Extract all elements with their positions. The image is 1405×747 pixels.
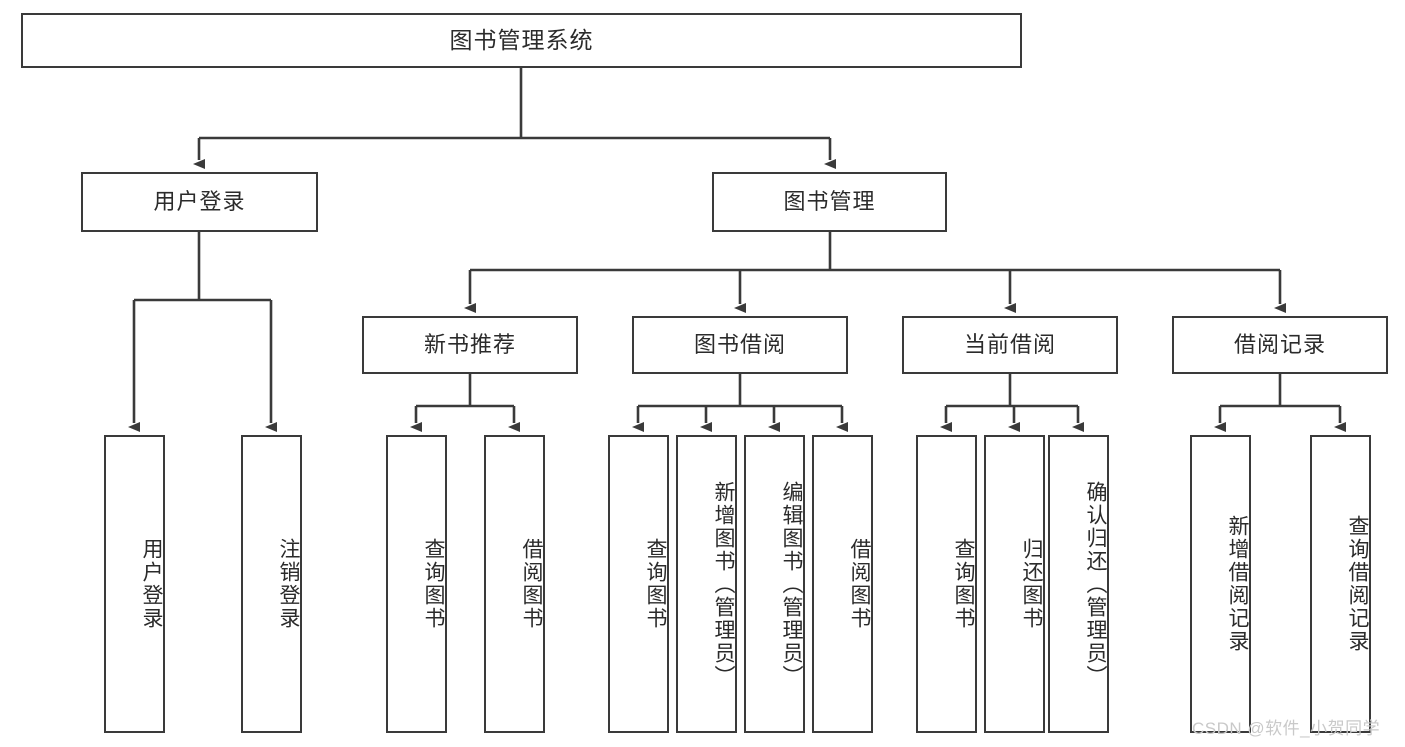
node-leaf-borrow-query-book[interactable]: 查询图书 [608, 435, 669, 733]
node-leaf-current-return-book-label: 归还图书 [1020, 538, 1043, 630]
node-leaf-rec-query-book-label: 查询图书 [422, 538, 445, 630]
node-leaf-borrow-add-book-label: 新增图书（管理员） [712, 480, 735, 688]
node-leaf-borrow-edit-book[interactable]: 编辑图书（管理员） [744, 435, 805, 733]
node-root-label: 图书管理系统 [449, 26, 594, 53]
node-leaf-current-confirm-return[interactable]: 确认归还（管理员） [1048, 435, 1109, 733]
node-borrow-record-label: 借阅记录 [1233, 331, 1326, 357]
node-leaf-current-query-book-label: 查询图书 [952, 538, 975, 630]
node-leaf-user-login[interactable]: 用户登录 [104, 435, 165, 733]
node-leaf-record-add[interactable]: 新增借阅记录 [1190, 435, 1251, 733]
node-root[interactable]: 图书管理系统 [21, 13, 1022, 68]
node-leaf-record-query-label: 查询借阅记录 [1346, 515, 1369, 653]
node-leaf-borrow-borrow-book[interactable]: 借阅图书 [812, 435, 873, 733]
node-leaf-borrow-query-book-label: 查询图书 [644, 538, 667, 630]
node-leaf-current-return-book[interactable]: 归还图书 [984, 435, 1045, 733]
node-book-borrow-label: 图书借阅 [693, 331, 786, 357]
node-current-borrow[interactable]: 当前借阅 [902, 316, 1118, 374]
node-leaf-record-add-label: 新增借阅记录 [1226, 515, 1249, 653]
node-new-book-recommend-label: 新书推荐 [423, 331, 516, 357]
node-user-login[interactable]: 用户登录 [81, 172, 318, 232]
node-leaf-rec-borrow-book[interactable]: 借阅图书 [484, 435, 545, 733]
node-leaf-current-query-book[interactable]: 查询图书 [916, 435, 977, 733]
node-book-manage-label: 图书管理 [783, 188, 876, 214]
node-leaf-borrow-edit-book-label: 编辑图书（管理员） [780, 480, 803, 688]
node-borrow-record[interactable]: 借阅记录 [1172, 316, 1388, 374]
node-new-book-recommend[interactable]: 新书推荐 [362, 316, 578, 374]
node-book-manage[interactable]: 图书管理 [712, 172, 947, 232]
node-book-borrow[interactable]: 图书借阅 [632, 316, 848, 374]
node-leaf-record-query[interactable]: 查询借阅记录 [1310, 435, 1371, 733]
node-leaf-logout[interactable]: 注销登录 [241, 435, 302, 733]
csdn-watermark: CSDN @软件_小贺同学 [1192, 719, 1381, 738]
node-leaf-current-confirm-return-label: 确认归还（管理员） [1084, 480, 1107, 688]
node-leaf-rec-borrow-book-label: 借阅图书 [520, 538, 543, 630]
node-user-login-label: 用户登录 [153, 188, 246, 214]
node-leaf-borrow-add-book[interactable]: 新增图书（管理员） [676, 435, 737, 733]
node-current-borrow-label: 当前借阅 [963, 331, 1056, 357]
node-leaf-rec-query-book[interactable]: 查询图书 [386, 435, 447, 733]
node-leaf-borrow-borrow-book-label: 借阅图书 [848, 538, 871, 630]
node-leaf-logout-label: 注销登录 [277, 538, 300, 630]
node-leaf-user-login-label: 用户登录 [140, 538, 163, 630]
